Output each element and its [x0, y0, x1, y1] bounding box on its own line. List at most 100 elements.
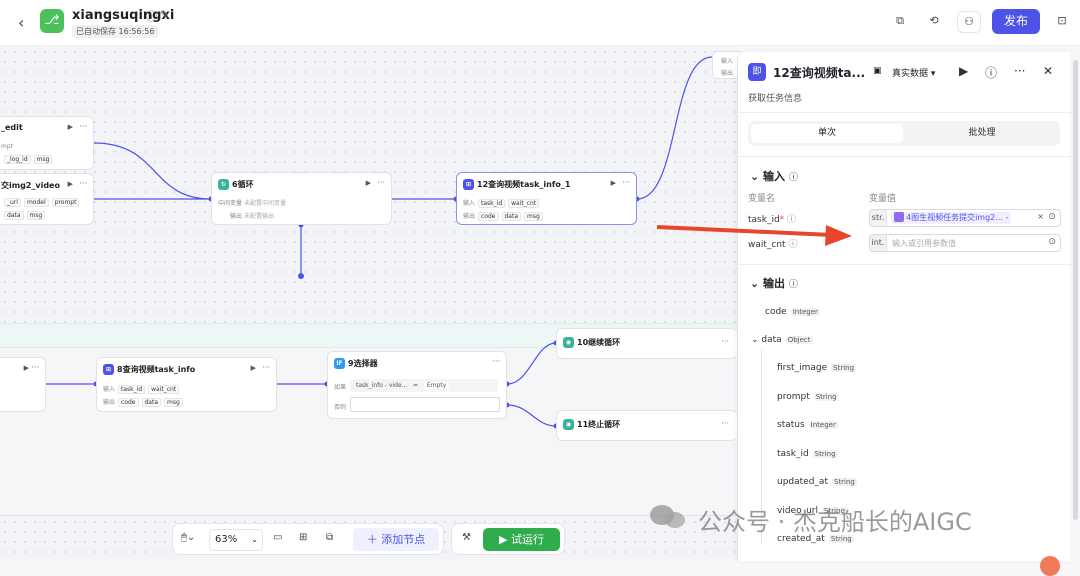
- if-label: 如果: [334, 384, 347, 391]
- run-toolbar: ⚒ ▶ 试运行: [451, 523, 565, 555]
- data-mode-select[interactable]: 真实数据 ▾: [892, 69, 936, 79]
- run-node-icon[interactable]: ▶: [610, 179, 616, 187]
- run-node-icon[interactable]: ▶: [67, 180, 73, 188]
- run-node-icon[interactable]: ▶: [250, 364, 256, 372]
- reference-picker-icon[interactable]: ⊙: [1048, 237, 1056, 247]
- edge-input-label: 输入: [721, 58, 734, 65]
- more-icon[interactable]: ···: [79, 179, 87, 188]
- data-mode-icon: ▣: [873, 66, 882, 76]
- more-icon[interactable]: ···: [1014, 64, 1026, 78]
- node-title: ⊞12查询视频task_info_1: [463, 179, 570, 190]
- node-title: 交img2_video: [1, 181, 60, 190]
- more-icon[interactable]: ···: [377, 178, 385, 187]
- wait-cnt-value[interactable]: int. 输入或引用参数值 ⊙: [869, 234, 1061, 252]
- node-title: ⊞8查询视频task_info: [103, 364, 195, 375]
- assistant-button[interactable]: [1040, 556, 1060, 576]
- wechat-logo-icon: [650, 505, 685, 528]
- panel-scrollbar[interactable]: [1073, 60, 1078, 520]
- connection-wires: [46, 56, 713, 429]
- condition-row[interactable]: task_info - vide... = Empty: [350, 379, 498, 392]
- run-node-icon[interactable]: ▶: [365, 179, 371, 187]
- close-icon[interactable]: ✕: [1043, 64, 1054, 78]
- more-icon[interactable]: ···: [622, 178, 630, 187]
- node-title: _edit: [1, 123, 23, 132]
- reference-picker-icon[interactable]: ⊙: [1048, 212, 1056, 222]
- more-icon[interactable]: ···: [31, 363, 39, 372]
- tab-batch[interactable]: 批处理: [968, 128, 996, 138]
- add-node-button[interactable]: ＋ 添加节点: [353, 528, 439, 551]
- history-icon[interactable]: ⟲: [922, 11, 946, 33]
- app-name: xiangsuqingxi: [72, 8, 175, 23]
- more-panel-icon[interactable]: ⊡: [1050, 11, 1074, 33]
- node-loop[interactable]: ↻6循环 ▶··· 中间变量 未配置中间变量 输出 未配置输出: [211, 172, 392, 225]
- publish-button[interactable]: 发布: [992, 9, 1040, 34]
- copy-icon[interactable]: ⧉: [888, 11, 912, 33]
- mouse-icon[interactable]: 🖱︎⌄: [181, 532, 196, 543]
- edit-icon[interactable]: ✎: [160, 8, 170, 21]
- run-mode-tabs: 单次 批处理: [748, 121, 1060, 146]
- more-icon[interactable]: ···: [79, 122, 87, 131]
- edge-output-label: 输出: [721, 70, 734, 77]
- reference-chip[interactable]: 4图生视频任务提交img2... -: [891, 212, 1012, 224]
- input-section-header[interactable]: ⌄ 输入 ⓘ: [750, 170, 798, 183]
- else-field[interactable]: [350, 397, 500, 412]
- back-icon[interactable]: ‹: [18, 13, 25, 32]
- info-icon: ⓘ: [787, 215, 797, 225]
- minimap-icon[interactable]: ⧉: [326, 532, 334, 543]
- info-icon: ⓘ: [788, 173, 798, 183]
- top-bar: ‹ ⎇ xiangsuqingxi ⓘ ✎ 已自动保存 16:56:56 ⧉ ⟲…: [0, 0, 1080, 46]
- panel-title: 12查询视频ta...: [773, 66, 866, 80]
- tree-line: [761, 349, 762, 544]
- more-icon[interactable]: ···: [721, 337, 729, 346]
- node-partial[interactable]: ▶···: [0, 357, 46, 412]
- test-run-button[interactable]: ▶ 试运行: [483, 528, 560, 551]
- debug-icon[interactable]: ⚒: [462, 532, 471, 543]
- output-section-header[interactable]: ⌄ 输出 ⓘ: [750, 277, 798, 290]
- task-id-value[interactable]: str. 4图生视频任务提交img2... - × ⊙: [869, 209, 1061, 227]
- plugin-icon: ⊞: [463, 179, 474, 190]
- node-ref-icon: [894, 212, 904, 222]
- layout-icon[interactable]: ⊞: [299, 532, 308, 543]
- node-row: 中间变量 未配置中间变量: [218, 200, 286, 207]
- autosave-status: 已自动保存 16:56:56: [72, 25, 159, 38]
- node-title: ◉10继续循环: [563, 337, 620, 348]
- run-node-icon[interactable]: ▶: [959, 64, 969, 78]
- col-name-label: 变量名: [748, 194, 776, 204]
- clear-icon[interactable]: ×: [1037, 212, 1044, 221]
- help-icon[interactable]: ⓘ: [985, 66, 998, 80]
- type-prefix: str.: [870, 210, 887, 226]
- collaborators-icon[interactable]: ⚇: [957, 11, 981, 33]
- info-icon[interactable]: ⓘ: [146, 10, 157, 23]
- more-icon[interactable]: ···: [721, 419, 729, 428]
- more-icon[interactable]: ···: [262, 363, 270, 372]
- run-node-icon[interactable]: ▶: [23, 364, 29, 372]
- node-11-break-loop[interactable]: ◉11终止循环 ···: [556, 410, 737, 441]
- more-icon[interactable]: ···: [492, 357, 500, 366]
- comment-icon[interactable]: ▭: [273, 532, 283, 543]
- type-prefix: int.: [870, 235, 887, 251]
- app-logo: ⎇: [40, 9, 64, 33]
- tab-single[interactable]: 单次: [751, 124, 903, 143]
- run-node-icon[interactable]: ▶: [67, 123, 73, 131]
- zoom-select[interactable]: 63%⌄: [209, 529, 263, 551]
- node-10-continue-loop[interactable]: ◉10继续循环 ···: [556, 328, 737, 359]
